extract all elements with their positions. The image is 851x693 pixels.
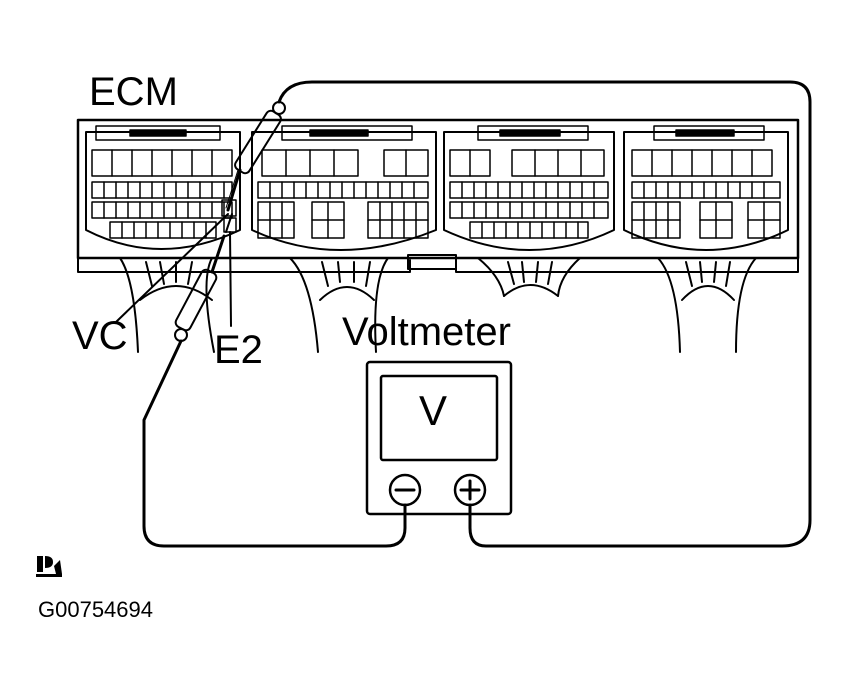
voltmeter-display-symbol: V [419,387,448,434]
vc-terminal-label: VC [72,314,128,358]
print-icon [36,556,62,577]
ecm-housing [76,118,800,273]
wire-harness-4 [657,257,757,353]
figure-id: G00754694 [38,597,153,622]
positive-test-lead [277,80,812,548]
ecm-label: ECM [89,70,178,114]
e2-leader-line [229,231,232,327]
wire-harness-3 [477,257,581,297]
e2-terminal-label: E2 [214,328,263,372]
wire-harness-2 [289,257,389,353]
negative-test-lead [142,339,407,548]
plus-sign [459,479,481,501]
voltmeter [365,360,513,516]
ecm-connector-4 [623,125,789,251]
voltmeter-label: Voltmeter [342,310,511,354]
ecm-connector-3 [443,125,615,251]
positive-test-probe [225,101,286,212]
vc-leader-line [115,213,229,323]
ecm-connector-1 [85,125,241,250]
ecm-connector-2 [251,125,437,251]
wire-harness-1 [119,257,215,353]
voltmeter-display [379,374,499,462]
